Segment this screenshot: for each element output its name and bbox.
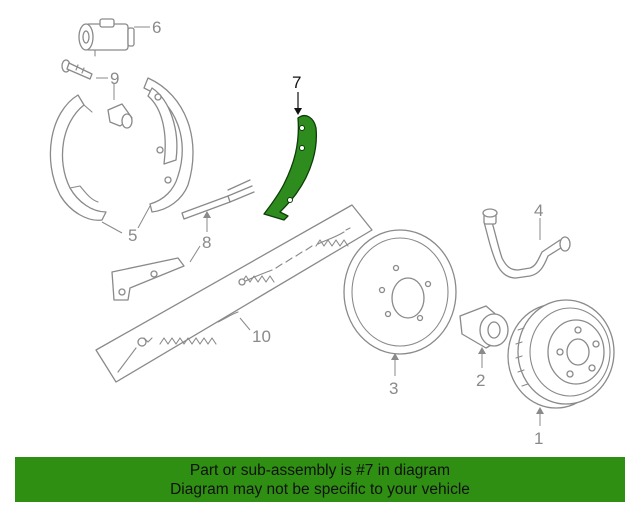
- bearing-part-2[interactable]: [459, 305, 509, 349]
- leader-1-arrow: [536, 407, 544, 414]
- callout-5: 5: [128, 226, 137, 245]
- callout-9: 9: [110, 69, 119, 88]
- callout-10: 10: [252, 327, 271, 346]
- wheel-cylinder-part-6[interactable]: [78, 18, 135, 57]
- brake-shoes-part-5[interactable]: [49, 77, 194, 221]
- backing-plate-part-3[interactable]: [343, 229, 457, 355]
- diagram-notice-banner: Part or sub-assembly is #7 in diagram Di…: [15, 457, 625, 502]
- brake-drum-part-1[interactable]: [507, 299, 615, 409]
- leader-8b: [189, 245, 201, 263]
- callout-6: 6: [152, 18, 161, 37]
- bolt-part-9[interactable]: [61, 59, 133, 129]
- leader-7-arrow: [294, 108, 302, 115]
- callout-4: 4: [534, 201, 543, 220]
- leader-3-arrow: [391, 353, 399, 360]
- callout-8: 8: [202, 233, 211, 252]
- callout-2: 2: [476, 371, 485, 390]
- callout-3: 3: [389, 379, 398, 398]
- leader-2-arrow: [478, 347, 486, 354]
- callout-1: 1: [534, 429, 543, 448]
- notice-line-2: Diagram may not be specific to your vehi…: [170, 481, 470, 498]
- brake-hose-part-4[interactable]: [482, 208, 571, 279]
- callout-7: 7: [292, 73, 301, 92]
- leader-8-arrow: [203, 211, 211, 218]
- hardware-kit-part-10[interactable]: [95, 204, 373, 383]
- parking-lever-part-7[interactable]: [263, 114, 318, 221]
- leader-10: [239, 317, 251, 331]
- brake-parts-diagram: 6 9 5 7 8: [49, 18, 615, 448]
- leader-5b: [137, 205, 151, 229]
- leader-5a: [101, 221, 123, 234]
- strut-part-8[interactable]: [111, 179, 255, 301]
- notice-line-1: Part or sub-assembly is #7 in diagram: [189, 462, 451, 479]
